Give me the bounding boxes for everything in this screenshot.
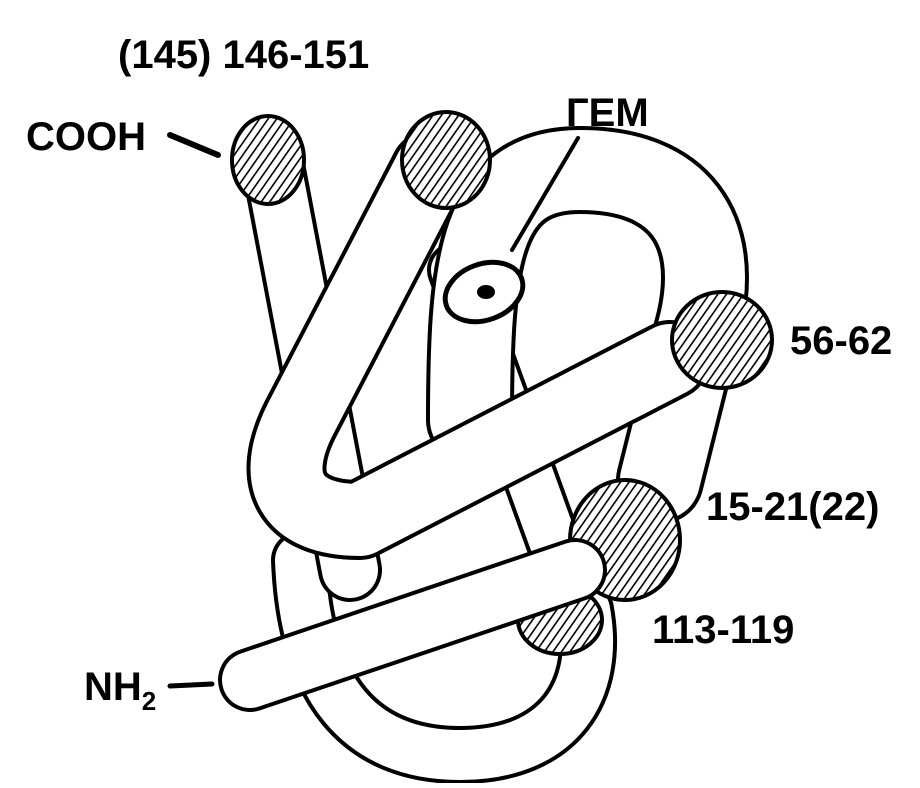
helix-end-cooh	[230, 114, 306, 206]
label-nh2: NH2	[84, 665, 156, 716]
heme-leader-line	[510, 136, 580, 252]
label-145-146-151: (145) 146-151	[118, 33, 369, 77]
label-113-119: 113-119	[652, 608, 794, 652]
label-heme: ГЕМ	[566, 91, 649, 135]
label-56-62: 56-62	[790, 319, 892, 363]
nh2-leader-line	[167, 681, 215, 689]
helix-end-56-62	[670, 290, 774, 390]
cooh-leader-line	[167, 132, 221, 158]
label-cooh: COOH	[26, 115, 146, 159]
helix-end-top-center	[400, 110, 492, 210]
heme-iron-dot	[477, 285, 495, 299]
label-15-21-22: 15-21(22)	[706, 485, 879, 529]
